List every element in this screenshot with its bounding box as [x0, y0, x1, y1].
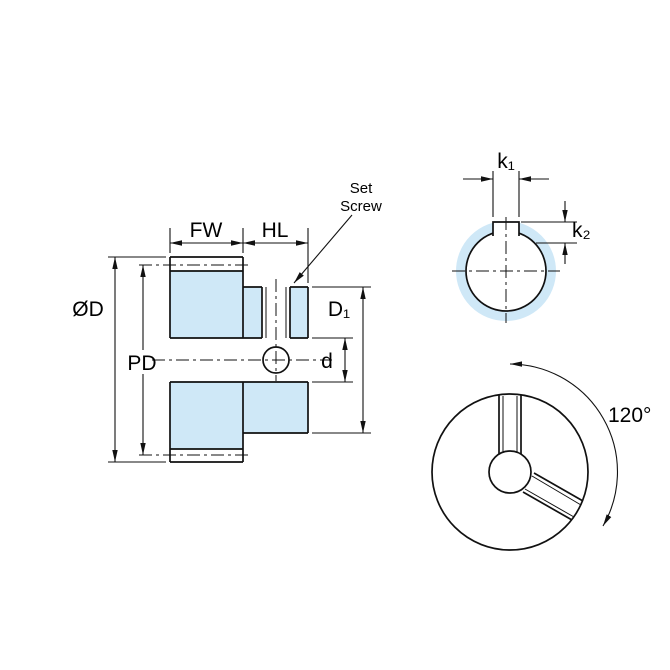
d1-label: D₁	[328, 298, 350, 321]
set-screw-label-line2: Screw	[340, 198, 382, 215]
hub-outline	[243, 286, 309, 434]
bore-outline	[170, 337, 308, 383]
angle-label: 120°	[608, 404, 651, 427]
front-view: 120°	[431, 361, 651, 551]
keyway-crosshair-centerlines	[452, 217, 560, 323]
set-screw-hole-diagonal-thread	[524, 475, 582, 518]
side-section-view: FW HL Set Screw ØD PD D₁ d	[72, 180, 382, 463]
pd-label: PD	[127, 352, 156, 375]
gear-body-fill-top	[170, 271, 243, 338]
angle-dimension-arc	[509, 361, 619, 527]
pitch-lines	[139, 264, 252, 456]
set-screw-hole-top-thread	[502, 396, 518, 452]
set-screw-label-line1: Set	[350, 180, 373, 197]
k2-label: k₂	[572, 219, 591, 242]
k1-label: k₁	[497, 150, 515, 173]
set-screw-leader-line	[293, 214, 353, 284]
set-screw-hole-outline	[261, 287, 291, 338]
set-screw-thread-lines	[265, 287, 287, 338]
set-screw-hole-diagonal-outline	[522, 472, 584, 521]
k1-extension-lines	[492, 171, 520, 217]
fw-label: FW	[190, 219, 223, 242]
front-bore-circle	[488, 450, 532, 494]
hl-label: HL	[262, 219, 289, 242]
gear-body-fill-bottom	[170, 382, 243, 449]
hub-face-circle	[431, 393, 589, 551]
keyway-detail-view: k₁ k₂	[452, 150, 591, 323]
gear-body-outline	[169, 256, 244, 463]
hub-fill-bottom	[243, 382, 308, 433]
set-screw-hole-top-outline	[498, 395, 522, 454]
k2-extension-lines	[521, 221, 577, 244]
od-label: ØD	[72, 298, 104, 321]
bore-label: d	[321, 350, 333, 373]
